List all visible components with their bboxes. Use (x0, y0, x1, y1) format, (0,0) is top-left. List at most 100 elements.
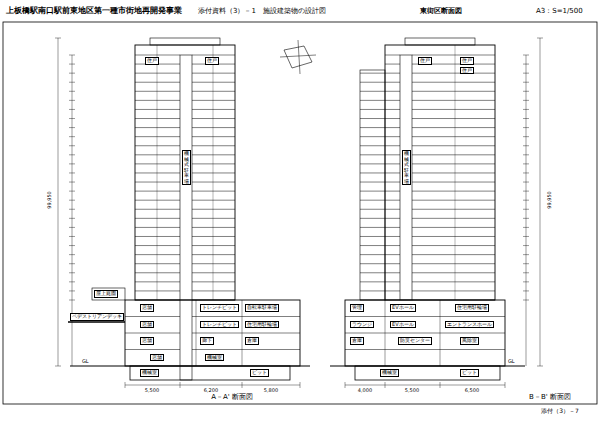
floor-line (385, 272, 400, 273)
floor-line (412, 172, 495, 173)
dimension-tick (69, 245, 75, 246)
room-name: 廊下 (202, 338, 212, 344)
sheet-title: 上板橋駅南口駅前東地区第一種市街地再開発事業 (6, 7, 182, 16)
floor-line (412, 218, 495, 219)
floor-line (192, 136, 235, 137)
cut-line (298, 40, 300, 74)
floor-line (412, 263, 495, 264)
floor-line (412, 82, 495, 83)
dimension-tick (523, 154, 529, 155)
floor-line (192, 182, 235, 183)
floor-line (360, 281, 385, 282)
dimension-tick (523, 191, 529, 192)
drawing-label: 5,500 (405, 388, 419, 394)
dimension-tick (523, 55, 529, 56)
room-box: 住宅用駐輪場 (455, 304, 489, 312)
floor-line (360, 154, 385, 155)
floor-line (385, 182, 400, 183)
room-name: EVホール (392, 305, 414, 311)
dimension-tick (523, 163, 529, 164)
mullion (213, 45, 214, 300)
room-name: 機械室 (207, 355, 222, 361)
floor-line (192, 254, 235, 255)
podium-outline (345, 300, 505, 366)
dimension-tick (523, 182, 529, 183)
floor-line (412, 245, 495, 246)
room-box: 住戸 (460, 67, 474, 75)
dimension-tick (523, 109, 529, 110)
room-name: 機械式駐車場 (404, 151, 409, 184)
floor-line (385, 118, 400, 119)
floor-line (385, 73, 400, 74)
sheet-frame (3, 22, 597, 404)
room-name: 管理 (352, 305, 362, 311)
floor-line (135, 227, 180, 228)
floor-line (192, 109, 235, 110)
dimension-tick (523, 82, 529, 83)
floor-line (412, 127, 495, 128)
dimension-tick (523, 254, 529, 255)
dimension-tick (523, 281, 529, 282)
drawing-label: 5,800 (264, 388, 278, 394)
floor-line (412, 227, 495, 228)
floor-line (385, 82, 400, 83)
floor-line (412, 281, 495, 282)
floor-line (192, 127, 235, 128)
floor-line (135, 218, 180, 219)
floor-line (345, 349, 505, 350)
dimension-tick (69, 263, 75, 264)
floor-line (385, 236, 400, 237)
partition (196, 300, 197, 366)
partition (385, 300, 386, 366)
floor-line (192, 118, 235, 119)
floor-line (360, 272, 385, 273)
partition (440, 300, 441, 366)
floor-line (360, 245, 385, 246)
room-name: トレンチピット (202, 322, 237, 328)
floor-line (360, 263, 385, 264)
room-name: 防災センター (400, 338, 430, 344)
dimension-tick (523, 236, 529, 237)
room-name: 機械室 (142, 370, 157, 376)
dimension-tick (523, 145, 529, 146)
floor-line (192, 100, 235, 101)
dimension-tick (523, 218, 529, 219)
floor-line (135, 145, 180, 146)
room-box: 倉庫 (245, 337, 259, 345)
floor-line (192, 333, 300, 334)
room-box: 住戸 (460, 57, 474, 65)
dimension-tick (69, 300, 75, 301)
floor-line (135, 154, 180, 155)
dimension-tick (537, 366, 543, 367)
floor-line (125, 349, 180, 350)
floor-line (385, 154, 400, 155)
floor-line (135, 191, 180, 192)
key-plan (284, 46, 312, 68)
floor-line (385, 191, 400, 192)
dimension-tick (523, 127, 529, 128)
room-name: 店舗 (142, 322, 152, 328)
floor-line (412, 109, 495, 110)
room-box: 店舗 (140, 337, 154, 345)
floor-line (192, 82, 235, 83)
dimension-line (526, 55, 527, 366)
drawing-label: B－B' 断面図 (529, 394, 571, 402)
dimension-tick (537, 38, 543, 39)
floor-line (192, 154, 235, 155)
room-name: 住戸 (462, 68, 472, 74)
dimension-tick (523, 91, 529, 92)
floor-line (135, 200, 180, 201)
dimension-tick (69, 109, 75, 110)
room-name: エントランスホール (447, 322, 492, 328)
floor-line (385, 290, 400, 291)
floor-line (135, 73, 180, 74)
floor-line (135, 245, 180, 246)
floor-line (412, 55, 495, 56)
floor-line (412, 209, 495, 210)
dimension-tick (69, 236, 75, 237)
parking-shaft (400, 55, 412, 300)
room-name: 店舗 (152, 355, 162, 361)
drawing-label: 6,200 (204, 388, 218, 394)
floor-line (412, 136, 495, 137)
floor-line (385, 263, 400, 264)
